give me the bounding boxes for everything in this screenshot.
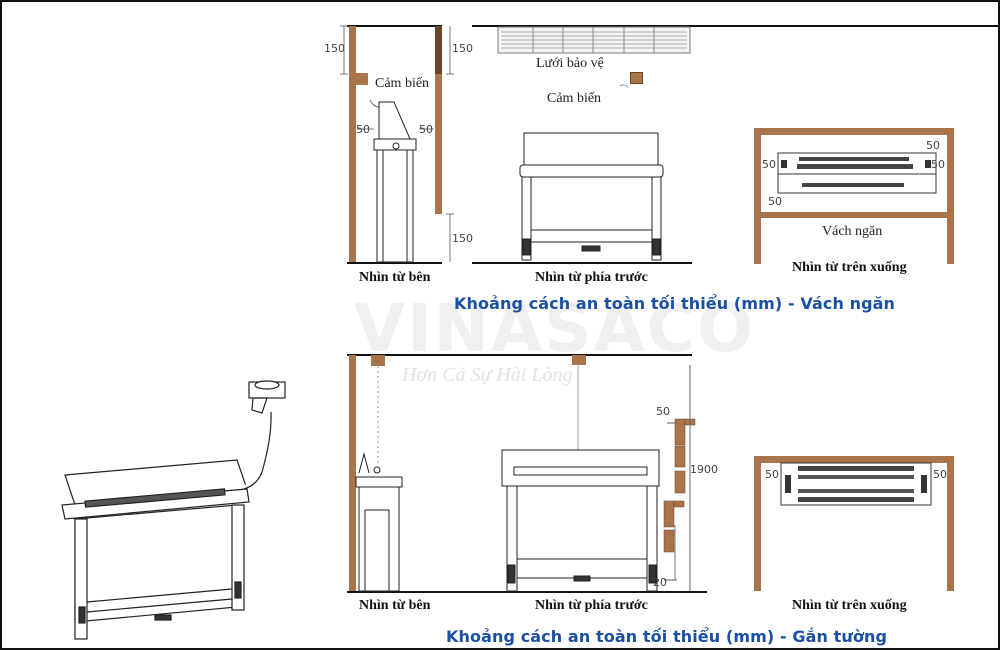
partition-right bbox=[435, 74, 442, 214]
wall-right bbox=[947, 456, 954, 591]
dim-top-right: 50 bbox=[926, 139, 940, 152]
heater-isometric-svg bbox=[61, 380, 286, 640]
section-title-partition: Khoảng cách an toàn tối thiểu (mm) - Vác… bbox=[454, 294, 896, 313]
partition-bar bbox=[761, 212, 947, 218]
dim-top-left: 150 bbox=[324, 42, 345, 55]
partition-label: Vách ngăn bbox=[822, 224, 883, 239]
dim-floor-gap: 20 bbox=[653, 576, 667, 589]
floor-line bbox=[472, 262, 692, 264]
wall-top bbox=[754, 456, 954, 463]
sensor-label: Cảm biến bbox=[375, 76, 430, 91]
view-label-side: Nhìn từ bên bbox=[359, 598, 431, 613]
sensor-box bbox=[630, 72, 643, 84]
wall-right bbox=[947, 128, 954, 264]
floor-line bbox=[347, 262, 442, 264]
dim-left-gap: 50 bbox=[356, 123, 370, 136]
wall-left bbox=[349, 26, 356, 262]
ceiling-line bbox=[347, 354, 692, 356]
wall-left bbox=[754, 128, 761, 264]
dim-left: 50 bbox=[765, 468, 779, 481]
heater-top-svg bbox=[777, 152, 937, 194]
heater-top-svg bbox=[780, 462, 932, 506]
view-label-side: Nhìn từ bên bbox=[359, 270, 431, 285]
sensor-box bbox=[371, 355, 385, 366]
side-view-lines-svg bbox=[340, 25, 454, 263]
grille-label: Lưới bảo vệ bbox=[536, 56, 604, 71]
watermark-slogan: Hơn Cả Sự Hài Lòng bbox=[402, 364, 573, 386]
view-label-top: Nhìn từ trên xuống bbox=[792, 598, 907, 613]
ceiling-line bbox=[347, 25, 442, 27]
heater-side-svg bbox=[355, 366, 403, 592]
section-title-wall: Khoảng cách an toàn tối thiểu (mm) - Gắn… bbox=[446, 627, 888, 646]
dim-left: 50 bbox=[762, 158, 776, 171]
dim-right: 50 bbox=[931, 158, 945, 171]
view-label-front: Nhìn từ phía trước bbox=[535, 598, 648, 613]
sensor-box bbox=[572, 355, 586, 365]
protective-grille-svg bbox=[497, 26, 691, 54]
dim-shelf-gap: 50 bbox=[656, 405, 670, 418]
heater-front-svg bbox=[519, 84, 664, 261]
view-label-top: Nhìn từ trên xuống bbox=[792, 260, 907, 275]
dim-height: 1900 bbox=[690, 463, 718, 476]
floor-line bbox=[347, 591, 707, 593]
sensor-label: Cảm biến bbox=[547, 91, 602, 106]
dim-right: 50 bbox=[933, 468, 947, 481]
view-label-front: Nhìn từ phía trước bbox=[535, 270, 648, 285]
dim-bottom-left: 50 bbox=[768, 195, 782, 208]
wall-left bbox=[754, 456, 761, 591]
heater-front-svg bbox=[501, 365, 696, 592]
ceiling-line bbox=[472, 25, 998, 27]
wall-top bbox=[754, 128, 954, 135]
partition-top-dark bbox=[435, 26, 442, 74]
sensor-box bbox=[356, 73, 368, 85]
dim-bottom-right: 150 bbox=[452, 232, 473, 245]
dim-right-gap: 50 bbox=[419, 123, 433, 136]
dim-top-right: 150 bbox=[452, 42, 473, 55]
wall-left bbox=[349, 355, 356, 591]
